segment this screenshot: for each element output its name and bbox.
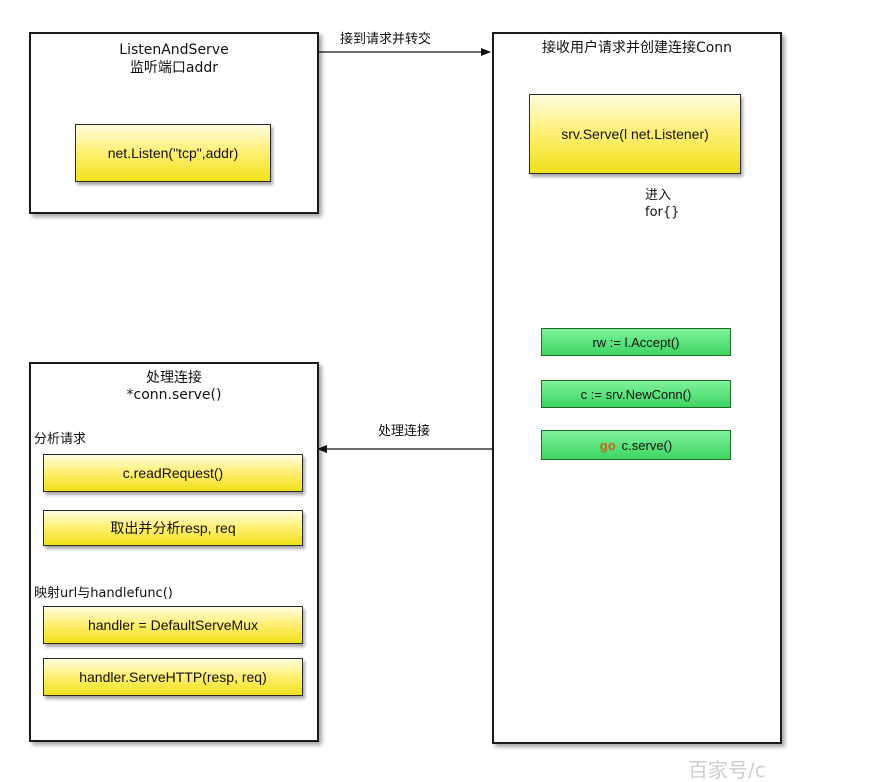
net-listen-node: net.Listen("tcp",addr) bbox=[75, 124, 271, 182]
map-section-label: 映射url与handlefunc() bbox=[34, 586, 173, 601]
enter-label: 进入 bbox=[645, 188, 672, 203]
listen-and-serve-box: ListenAndServe 监听端口addr net.Listen("tcp"… bbox=[29, 32, 319, 214]
accept-step: rw := l.Accept() bbox=[541, 328, 731, 356]
accept-title: 接收用户请求并创建连接Conn bbox=[541, 40, 733, 56]
read-request-node: c.readRequest() bbox=[43, 454, 303, 492]
handle-title: 处理连接 bbox=[146, 370, 202, 386]
handle-subtitle: *conn.serve() bbox=[126, 387, 222, 403]
go-serve-step: go c.serve() bbox=[541, 430, 731, 460]
parse-section-label: 分析请求 bbox=[34, 432, 87, 447]
extract-node: 取出并分析resp, req bbox=[43, 510, 303, 546]
enter-for-label: for{} bbox=[645, 205, 680, 220]
conn-serve-box: 处理连接 *conn.serve() 分析请求 c.readRequest() … bbox=[29, 362, 319, 742]
listen-title: ListenAndServe bbox=[119, 42, 229, 58]
handle-arrow-label: 处理连接 bbox=[378, 424, 431, 439]
serve-http-node: handler.ServeHTTP(resp, req) bbox=[43, 658, 303, 696]
forward-arrow-label: 接到请求并转交 bbox=[340, 32, 432, 47]
go-call: c.serve() bbox=[621, 437, 673, 453]
watermark: 百家号/c bbox=[688, 758, 766, 782]
listen-subtitle: 监听端口addr bbox=[129, 60, 219, 76]
go-keyword: go bbox=[599, 437, 616, 453]
handler-assign-node: handler = DefaultServeMux bbox=[43, 606, 303, 644]
srv-serve-node: srv.Serve(l net.Listener) bbox=[529, 94, 741, 174]
newconn-step: c := srv.NewConn() bbox=[541, 380, 731, 408]
